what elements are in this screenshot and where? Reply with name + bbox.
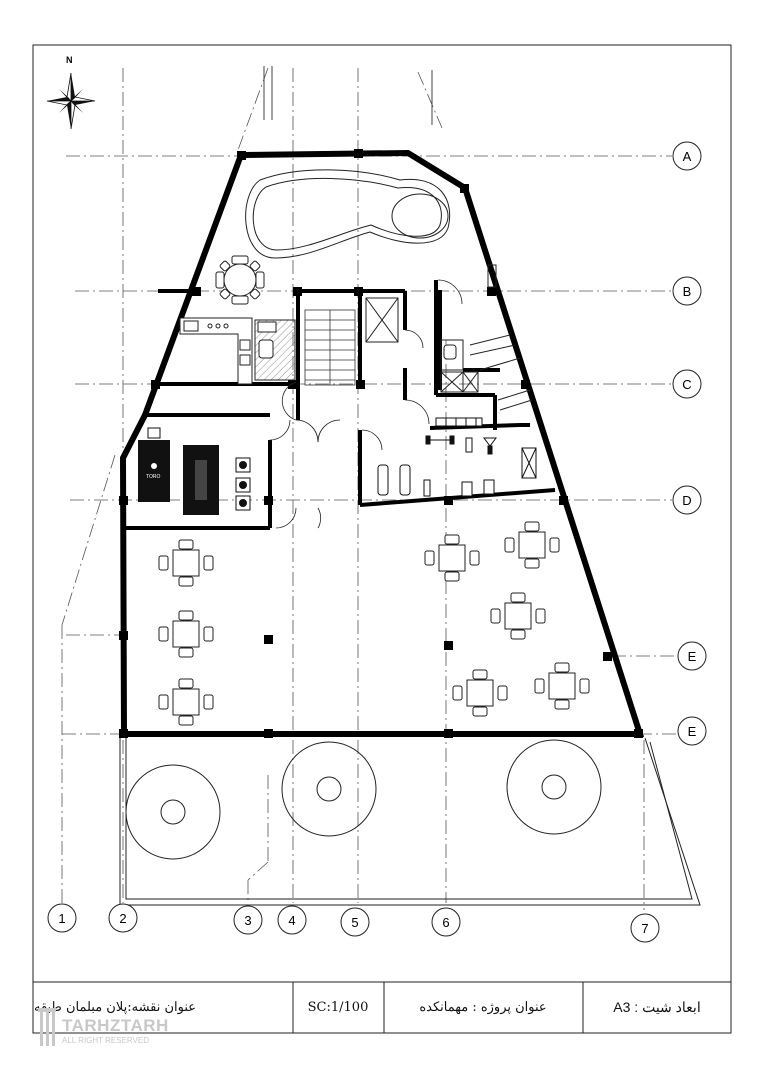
grid-bubble-row-d: D [672, 485, 702, 515]
watermark: TARHZTARH ALL RIGHT RESERVED [36, 1004, 176, 1052]
grid-bubble-col-6: 6 [431, 907, 461, 937]
map-title: عنوان نقشه:پلان مبلمان طبقه [34, 999, 197, 1015]
table-set [452, 669, 508, 717]
watermark-logo-icon [38, 1008, 56, 1046]
project-title: عنوان پروژه : مهمانکده [419, 999, 547, 1015]
interior-walls [123, 280, 556, 530]
svg-text:B: B [683, 284, 692, 299]
table-set [158, 539, 214, 587]
north-arrow-icon [46, 72, 96, 130]
watermark-rights: ALL RIGHT RESERVED [62, 1036, 149, 1045]
sheet-size-label: ابعاد شیت : A3 [613, 998, 701, 1015]
svg-text:4: 4 [288, 913, 295, 928]
table-set [534, 662, 590, 710]
table-set [504, 521, 560, 569]
wc-left [257, 321, 277, 359]
changing-rooms [440, 264, 533, 411]
dining-tables [158, 521, 590, 726]
scale-label: SC:1/100 [307, 999, 369, 1015]
gym-equipment-right [377, 417, 537, 497]
svg-text:1: 1 [58, 911, 65, 926]
elevator-shaft [365, 297, 399, 343]
structural-columns [119, 149, 643, 738]
doors [269, 279, 463, 529]
table-set [158, 678, 214, 726]
north-label: N [66, 55, 73, 65]
svg-text:7: 7 [641, 921, 648, 936]
grid-bubble-row-e1: E [677, 641, 707, 671]
grid-bubble-col-1: 1 [47, 903, 77, 933]
table-set [158, 610, 214, 658]
svg-text:6: 6 [442, 915, 449, 930]
table-set [490, 592, 546, 640]
svg-text:C: C [682, 377, 691, 392]
pool [245, 169, 451, 259]
kitchen-counter [179, 317, 296, 385]
round-table [215, 255, 265, 305]
svg-text:2: 2 [119, 911, 126, 926]
grid-bubble-col-7: 7 [630, 913, 660, 943]
yard [119, 737, 701, 906]
svg-text:3: 3 [244, 913, 251, 928]
grid-bubble-row-e2: E [677, 716, 707, 746]
sheet-border [32, 44, 732, 1034]
gym-equipment-left [138, 427, 251, 515]
svg-text:5: 5 [351, 915, 358, 930]
grid-bubble-col-5: 5 [340, 907, 370, 937]
svg-text:E: E [688, 724, 697, 739]
stairs [304, 309, 356, 386]
top-solid-marks [263, 66, 433, 125]
grid-bubble-col-2: 2 [108, 903, 138, 933]
watermark-name: TARHZTARH [62, 1016, 169, 1035]
gym-label: TORO [146, 474, 160, 480]
svg-text:D: D [682, 493, 691, 508]
building-outline [119, 149, 645, 737]
grid-bubbles-cols: 1 2 3 4 5 6 7 [47, 903, 660, 943]
grid-bubble-col-3: 3 [233, 905, 263, 935]
table-set [424, 534, 480, 582]
svg-text:A: A [683, 149, 692, 164]
svg-text:E: E [688, 649, 697, 664]
grid-bubble-row-c: C [672, 369, 702, 399]
grid-bubble-row-a: A [672, 141, 702, 171]
grid-bubbles-rows: A B C D E E [672, 141, 707, 746]
grid-bubble-row-b: B [672, 276, 702, 306]
grid-bubble-col-4: 4 [277, 905, 307, 935]
